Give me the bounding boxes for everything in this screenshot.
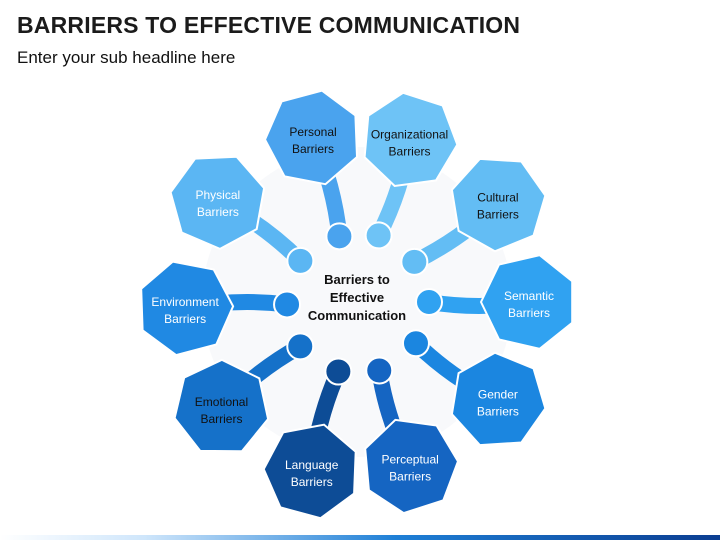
barrier-node [273,290,302,319]
barrier-shape [364,418,460,515]
center-hub [202,147,512,457]
barrier-shape [450,351,547,447]
barrier-node [365,356,394,385]
barrier-node [364,221,393,250]
barrier-shape [363,91,459,188]
barrier-node [400,247,429,276]
barrier-node [324,357,353,386]
barrier-shape [262,423,357,520]
barrier-shape [450,157,547,253]
barrier-shape [173,358,270,453]
barrier-node [325,222,354,251]
footer-accent-bar [0,535,720,540]
barrier-shape [169,155,266,251]
barrier-node [286,332,315,361]
barrier-shape [263,89,359,186]
page-subtitle: Enter your sub headline here [17,48,236,67]
barrier-node [286,246,315,275]
barrier-shape [479,254,574,350]
barrier-shape [140,260,235,357]
barrier-node [415,288,443,316]
barrier-node [401,329,430,358]
page-title: BARRIERS TO EFFECTIVE COMMUNICATION [17,12,521,38]
